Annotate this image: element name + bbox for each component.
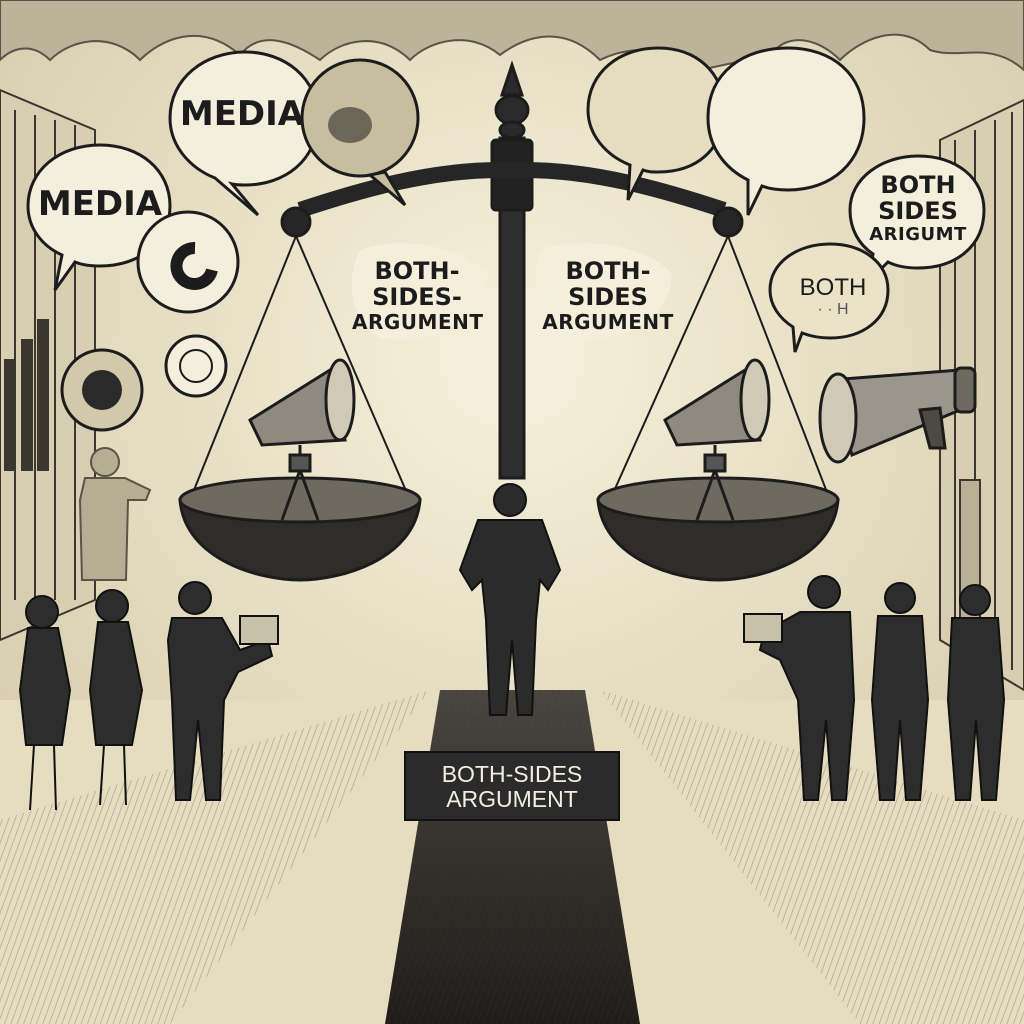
pan-line: ARGUMENT — [542, 309, 674, 334]
right-group — [743, 575, 1006, 801]
pan-line: ARGUMENT — [352, 309, 484, 334]
bubble-line: SIDES — [878, 197, 958, 226]
plaque-label: BOTH-SIDES ARGUMENT — [408, 761, 616, 813]
right-pan-label: BOTH- SIDES ARGUMENT — [538, 258, 678, 333]
megaphone-icon — [663, 358, 771, 521]
central-figure — [458, 483, 562, 716]
pan-line: BOTH- — [374, 257, 460, 285]
bubble-line: BOTH — [799, 274, 867, 301]
media-bubble-label: MEDIA — [37, 184, 163, 224]
pan-line: SIDES — [568, 283, 648, 312]
media-bubble-label: MEDIA — [179, 94, 305, 134]
left-group — [18, 581, 279, 811]
central-path — [385, 690, 640, 1024]
bubble-line: ARIGUMT — [869, 223, 967, 245]
both-sides-bubble-label: BOTH SIDES ARIGUMT — [858, 172, 978, 245]
background-figure — [78, 447, 152, 581]
megaphone-icon — [248, 358, 356, 521]
plaque-line: ARGUMENT — [446, 786, 578, 813]
speech-bubble-icon — [26, 46, 986, 432]
bubble-line: · · H — [817, 301, 849, 319]
bubble-line: BOTH — [880, 171, 956, 199]
pan-line: SIDES- — [372, 283, 462, 312]
pan-line: BOTH- — [565, 257, 651, 285]
left-pan-label: BOTH- SIDES- ARGUMENT — [352, 257, 484, 334]
plaque-background — [404, 751, 620, 821]
plaque-line: BOTH-SIDES — [441, 761, 583, 787]
both-small-bubble-label: BOTH · · H — [778, 274, 888, 319]
megaphone-icon — [818, 366, 977, 464]
